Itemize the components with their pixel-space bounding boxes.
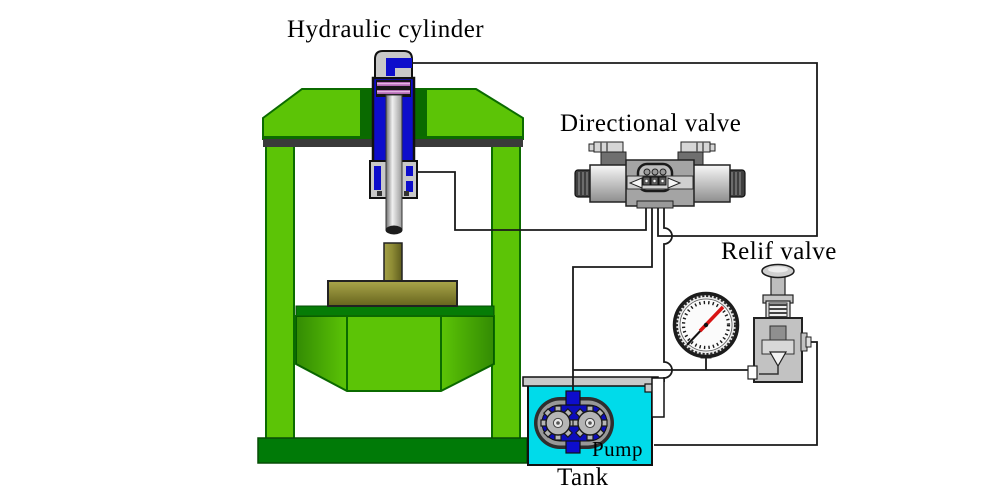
gear-pump — [534, 390, 614, 454]
frame-left-column — [265, 144, 295, 441]
pipe-valve-T-to-tank — [663, 204, 673, 382]
tank-return-pipe — [651, 377, 665, 418]
beam-cylinder-flank-right — [414, 89, 427, 139]
gauge-ticks — [681, 300, 731, 350]
pump-gear-right — [572, 405, 608, 441]
relief-inlet-stub — [747, 365, 758, 380]
pump-inlet-port — [565, 440, 581, 454]
beam-cylinder-flank-left — [360, 89, 373, 139]
solenoid-left — [588, 141, 627, 167]
pressure-gauge — [672, 291, 740, 359]
workpiece-punch — [383, 242, 403, 283]
piston-rod — [385, 94, 403, 231]
pipe-pump-to-valve-P — [572, 204, 653, 398]
beam-shadow-left — [263, 139, 373, 147]
pump-gear-left — [540, 405, 576, 441]
frame-base — [257, 437, 528, 464]
relief-flow-arrow — [768, 351, 788, 368]
hydraulic-cylinder — [369, 50, 418, 235]
label-tank: Tank — [557, 464, 609, 491]
press-table — [295, 305, 495, 392]
label-pump: Pump — [592, 437, 644, 461]
label-hydraulic-cylinder: Hydraulic cylinder — [287, 16, 485, 43]
pipe-network — [412, 62, 818, 446]
pump-outlet-port — [565, 390, 581, 406]
label-relief-valve: Relif valve — [721, 238, 837, 265]
directional-valve — [574, 141, 746, 209]
workpiece-disc — [327, 280, 458, 307]
cylinder-top-port — [386, 58, 412, 68]
pipe-cylinder-top-to-valve-B — [412, 62, 818, 237]
gauge-needle — [698, 305, 725, 333]
label-directional-valve: Directional valve — [560, 110, 742, 137]
pipe-relief-return-to-tank — [654, 341, 818, 446]
rod-tip — [385, 225, 403, 235]
beam-shadow-right — [414, 139, 523, 147]
press-frame — [257, 88, 528, 464]
spool-arrow-left — [628, 177, 643, 189]
frame-right-column — [491, 144, 521, 441]
relief-outlet-fitting — [805, 336, 812, 348]
tank-rim — [522, 376, 659, 387]
workpiece — [327, 242, 458, 307]
cylinder-bottom-port — [406, 166, 413, 176]
relief-valve — [747, 263, 812, 383]
spool-arrow-right — [667, 177, 682, 189]
valve-tube-right — [687, 164, 731, 203]
pipe-cylinder-bottom-to-valve-A — [417, 171, 647, 231]
